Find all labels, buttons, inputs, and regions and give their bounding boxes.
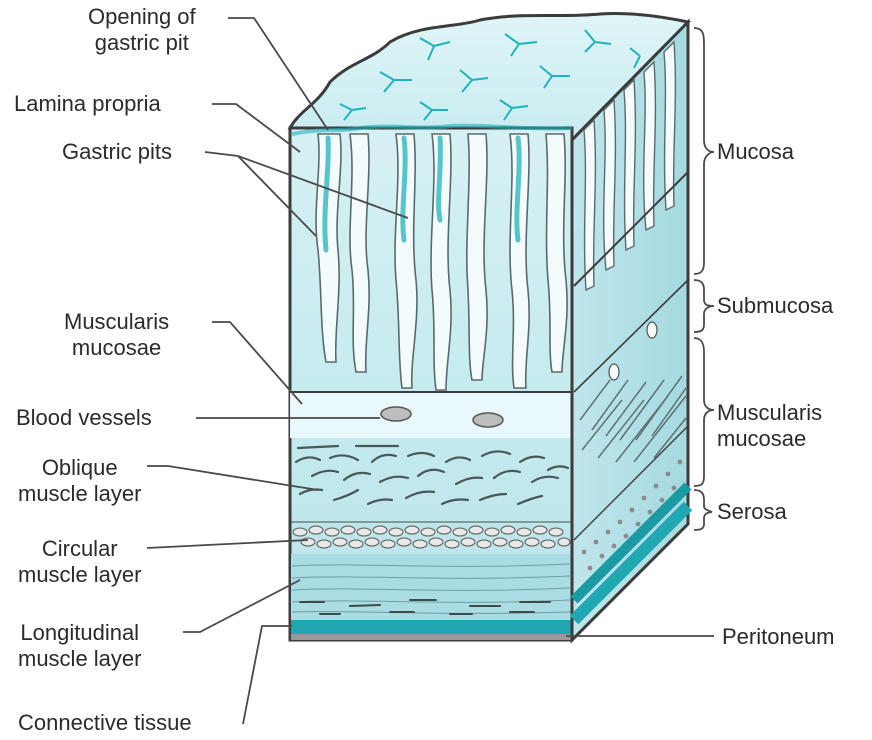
label-lamina-propria: Lamina propria <box>14 91 161 117</box>
leader-connective <box>243 626 292 724</box>
leader-circular <box>147 540 308 548</box>
label-blood-vessels: Blood vessels <box>16 405 152 431</box>
submucosa-band <box>290 392 572 438</box>
brace-submucosa <box>694 280 714 332</box>
label-serosa: Serosa <box>717 499 787 525</box>
peritoneum-layer <box>291 634 571 640</box>
label-mucosa: Mucosa <box>717 139 794 165</box>
brace-mucosa <box>694 28 714 274</box>
blood-vessel-1 <box>381 407 411 421</box>
connective-tissue-layer <box>291 620 571 634</box>
label-longitudinal-muscle-layer: Longitudinalmuscle layer <box>18 620 141 672</box>
brace-muscularis <box>694 338 714 486</box>
label-submucosa: Submucosa <box>717 293 833 319</box>
leader-longitudinal <box>183 580 300 632</box>
label-muscularis-mucosae-left: Muscularismucosae <box>64 309 169 361</box>
label-muscularis-mucosae-right: Muscularismucosae <box>717 400 822 452</box>
brace-serosa <box>694 490 712 530</box>
label-gastric-pits: Gastric pits <box>62 139 172 165</box>
blood-vessel-2 <box>473 413 503 427</box>
label-peritoneum: Peritoneum <box>722 624 835 650</box>
braces-right <box>694 28 714 530</box>
label-opening-of-gastric-pit: Opening ofgastric pit <box>88 4 196 56</box>
label-circular-muscle-layer: Circularmuscle layer <box>18 536 141 588</box>
label-connective-tissue: Connective tissue <box>18 710 192 736</box>
label-oblique-muscle-layer: Obliquemuscle layer <box>18 455 141 507</box>
longitudinal-muscle-layer <box>291 554 571 620</box>
leader-lamina <box>212 104 300 152</box>
